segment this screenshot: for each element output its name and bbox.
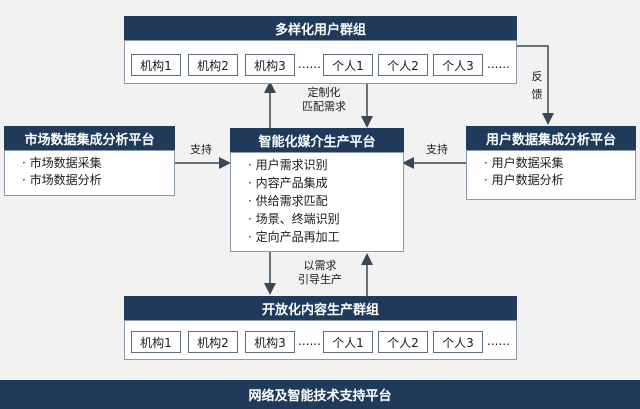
label-guide-line1: 以需求	[303, 259, 337, 272]
left-item-2: 市场数据分析	[22, 172, 102, 189]
label-custom: 定制化 匹配需求	[284, 86, 364, 114]
center-item-3: 供给需求匹配	[248, 192, 340, 210]
bottom-group-title: 开放化内容生产群组	[124, 296, 517, 320]
bottom-cell-ellipsis-2: ......	[487, 334, 510, 348]
top-cell-org3: 机构3	[245, 54, 295, 76]
center-item-5: 定向产品再加工	[248, 228, 340, 246]
bottom-cell-person3: 个人3	[433, 331, 483, 353]
footer-platform-title: 网络及智能技术支持平台	[0, 380, 640, 409]
left-platform-list: 市场数据采集 市场数据分析	[22, 155, 102, 189]
right-item-2: 用户数据分析	[484, 172, 564, 189]
center-item-2: 内容产品集成	[248, 174, 340, 192]
top-cell-org2: 机构2	[188, 54, 238, 76]
label-custom-line1: 定制化	[307, 86, 341, 99]
top-cell-person3: 个人3	[433, 54, 483, 76]
top-cell-ellipsis-1: ......	[298, 57, 321, 71]
right-platform-list: 用户数据采集 用户数据分析	[484, 155, 564, 189]
label-guide-line2: 引导生产	[298, 273, 342, 286]
top-cell-person1: 个人1	[323, 54, 373, 76]
bottom-cell-org2: 机构2	[188, 331, 238, 353]
center-item-4: 场景、终端识别	[248, 210, 340, 228]
top-cell-ellipsis-2: ......	[487, 57, 510, 71]
top-cell-org1: 机构1	[131, 54, 181, 76]
bottom-cell-org3: 机构3	[245, 331, 295, 353]
right-item-1: 用户数据采集	[484, 155, 564, 172]
left-platform-title: 市场数据集成分析平台	[4, 126, 175, 150]
arrow-feedback	[517, 45, 554, 125]
right-platform-title: 用户数据集成分析平台	[466, 126, 636, 150]
bottom-cell-person1: 个人1	[323, 331, 373, 353]
center-item-1: 用户需求识别	[248, 156, 340, 174]
label-support-left: 支持	[190, 143, 212, 156]
label-feedback-line1: 反	[531, 70, 543, 83]
label-support-right: 支持	[426, 143, 448, 156]
center-platform-title: 智能化媒介生产平台	[230, 128, 404, 152]
bottom-cell-org1: 机构1	[131, 331, 181, 353]
label-guide: 以需求 引导生产	[280, 259, 360, 287]
left-item-1: 市场数据采集	[22, 155, 102, 172]
label-custom-line2: 匹配需求	[302, 100, 346, 113]
bottom-cell-person2: 个人2	[378, 331, 428, 353]
label-feedback-line2: 馈	[531, 88, 543, 101]
label-feedback: 反 馈	[530, 70, 544, 102]
top-group-title: 多样化用户群组	[124, 16, 517, 40]
center-platform-list: 用户需求识别 内容产品集成 供给需求匹配 场景、终端识别 定向产品再加工	[248, 156, 340, 246]
bottom-cell-ellipsis-1: ......	[298, 334, 321, 348]
top-cell-person2: 个人2	[378, 54, 428, 76]
